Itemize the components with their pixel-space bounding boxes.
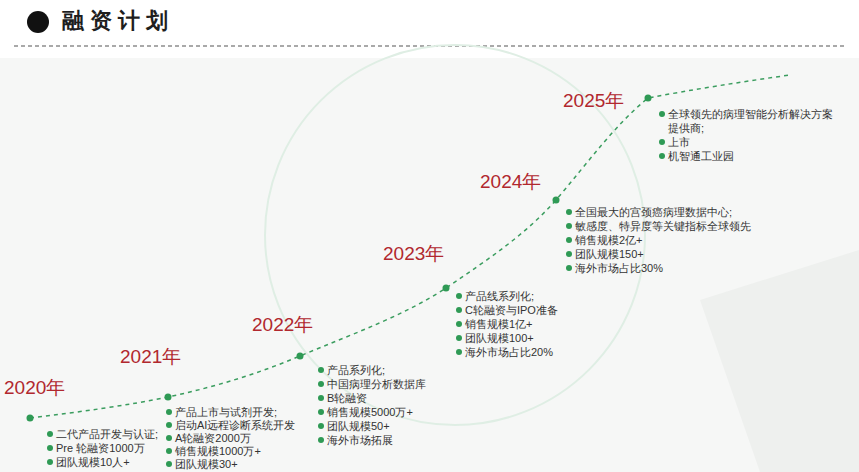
- milestone-item: C轮融资与IPO准备: [456, 303, 558, 317]
- milestone-item: B轮融资: [318, 391, 367, 405]
- decor-shape: [700, 250, 859, 472]
- year-label: 2024年: [480, 171, 541, 193]
- page-title: 融资计划: [62, 6, 174, 36]
- milestone-item: 上市: [659, 135, 690, 149]
- year-label: 2023年: [383, 243, 444, 265]
- milestone-item: 启动AI远程诊断系统开发: [166, 418, 295, 432]
- milestone-item: 销售规模1亿+: [456, 317, 533, 331]
- milestone-item: 机智通工业园: [659, 149, 734, 163]
- milestone-item: Pre 轮融资1000万: [47, 441, 145, 455]
- milestone-item: 海外市场占比30%: [566, 261, 663, 275]
- timeline-dot: [165, 394, 172, 401]
- timeline-dot: [553, 197, 560, 204]
- milestone-item: 团队规模100+: [456, 331, 534, 345]
- milestone-item: 团队规模10人+: [47, 455, 130, 469]
- milestone-item: 产品上市与试剂开发;: [166, 405, 277, 419]
- timeline-dot: [297, 353, 304, 360]
- milestone-item: 销售规模5000万+: [318, 405, 413, 419]
- timeline-dot: [443, 285, 450, 292]
- year-label: 2022年: [252, 314, 313, 336]
- milestone-item: 产品线系列化;: [456, 289, 534, 303]
- timeline-dot: [645, 95, 652, 102]
- milestone-item: 二代产品开发与认证;: [47, 427, 158, 441]
- milestone-item: 中国病理分析数据库: [318, 377, 426, 391]
- milestone-item: A轮融资2000万: [166, 431, 251, 445]
- milestone-item: 销售规模2亿+: [566, 233, 643, 247]
- milestone-item: 全球领先的病理智能分析解决方案 提供商;: [659, 107, 853, 135]
- year-label: 2021年: [120, 346, 181, 368]
- milestone-item: 团队规模150+: [566, 247, 644, 261]
- year-label: 2025年: [563, 90, 624, 112]
- milestone-item: 团队规模50+: [318, 419, 390, 433]
- timeline-dot: [27, 415, 34, 422]
- milestone-item: 产品系列化;: [318, 363, 385, 377]
- milestone-item: 敏感度、特异度等关键指标全球领先: [566, 219, 751, 233]
- milestone-item: 海外市场占比20%: [456, 345, 553, 359]
- decor-circle: [265, 45, 645, 425]
- milestone-item: 销售规模1000万+: [166, 444, 261, 458]
- title-bullet: [27, 11, 49, 33]
- milestone-item: 团队规模30+: [166, 457, 238, 471]
- milestone-item: 海外市场拓展: [318, 433, 393, 447]
- year-label: 2020年: [4, 377, 65, 399]
- milestone-item: 全国最大的宫颈癌病理数据中心;: [566, 205, 732, 219]
- content-ground: [0, 58, 859, 472]
